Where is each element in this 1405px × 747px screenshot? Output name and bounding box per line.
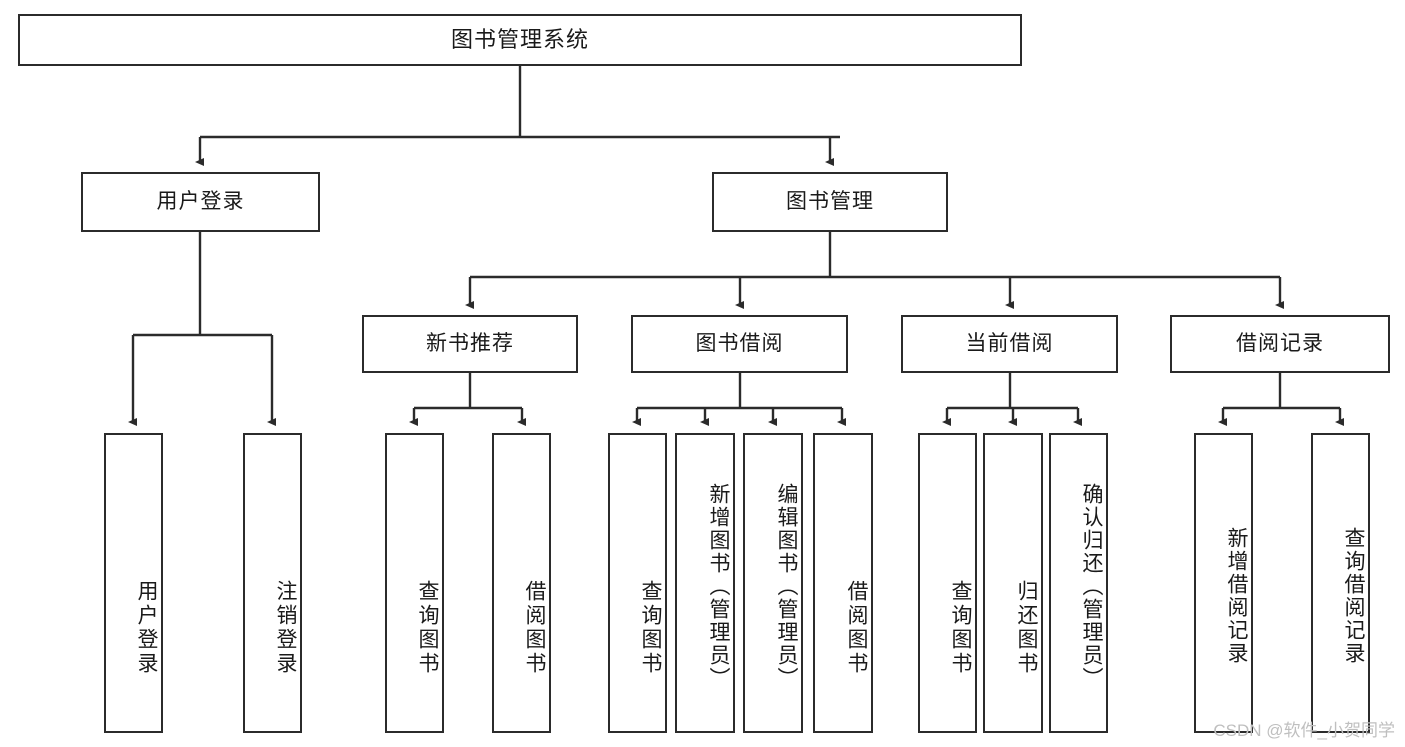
node-label: 借阅图书 [845,580,868,676]
node-label: 注销登录 [274,580,297,676]
node-label: 新增图书（管理员） [707,482,730,690]
node-label: 借阅图书 [523,580,546,676]
leaf-recommend-borrow-book[interactable]: 借阅图书 [492,433,551,733]
leaf-borrow-query-book[interactable]: 查询图书 [608,433,667,733]
node-label: 用户登录 [135,580,158,676]
node-book-management[interactable]: 图书管理 [712,172,948,232]
node-new-book-recommend[interactable]: 新书推荐 [362,315,578,373]
node-borrow-record[interactable]: 借阅记录 [1170,315,1390,373]
node-label: 借阅记录 [1236,332,1324,356]
leaf-record-add-record[interactable]: 新增借阅记录 [1194,433,1253,733]
leaf-borrow-borrow-book[interactable]: 借阅图书 [813,433,873,733]
node-label: 用户登录 [156,190,245,214]
leaf-user-login-login[interactable]: 用户登录 [104,433,163,733]
node-label: 确认归还（管理员） [1080,482,1103,690]
node-label: 图书管理系统 [450,26,589,52]
node-current-borrow[interactable]: 当前借阅 [901,315,1118,373]
leaf-recommend-query-book[interactable]: 查询图书 [385,433,444,733]
leaf-current-confirm-return-admin[interactable]: 确认归还（管理员） [1049,433,1108,733]
leaf-borrow-add-book-admin[interactable]: 新增图书（管理员） [675,433,735,733]
node-label: 新书推荐 [426,332,514,356]
node-label: 查询图书 [416,580,439,676]
node-label: 编辑图书（管理员） [775,482,798,690]
node-label: 新增借阅记录 [1225,527,1248,665]
node-user-login[interactable]: 用户登录 [81,172,320,232]
node-label: 当前借阅 [965,332,1054,356]
node-label: 图书管理 [786,190,874,214]
leaf-current-return-book[interactable]: 归还图书 [983,433,1043,733]
leaf-current-query-book[interactable]: 查询图书 [918,433,977,733]
node-root-system[interactable]: 图书管理系统 [18,14,1022,66]
watermark-text: CSDN @软件_小贺同学 [1213,721,1395,740]
node-label: 查询图书 [949,580,972,676]
node-book-borrow[interactable]: 图书借阅 [631,315,848,373]
node-label: 归还图书 [1015,580,1038,676]
node-label: 查询借阅记录 [1342,527,1365,665]
node-label: 图书借阅 [695,332,784,356]
node-label: 查询图书 [639,580,662,676]
leaf-record-query-record[interactable]: 查询借阅记录 [1311,433,1370,733]
leaf-borrow-edit-book-admin[interactable]: 编辑图书（管理员） [743,433,803,733]
leaf-user-login-logout[interactable]: 注销登录 [243,433,302,733]
